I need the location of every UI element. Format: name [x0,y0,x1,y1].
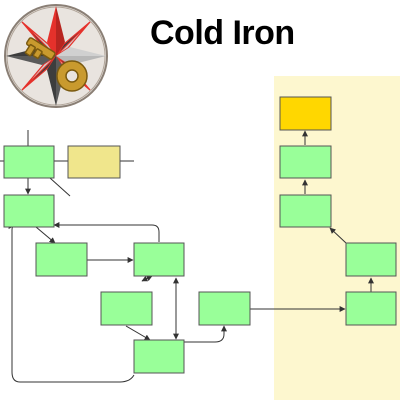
edge-n11-n12 [329,227,347,244]
node-n4 [35,242,88,277]
node-n12 [279,194,332,228]
node-n8 [198,291,251,326]
edge-n3-n4 [35,226,56,244]
node-n10 [345,291,397,326]
node-n2 [67,145,121,179]
diagram-nodes [3,96,397,374]
edge-n5-n6 [141,275,153,282]
node-n13 [279,145,332,179]
node-n14 [279,96,332,131]
edge-n5-n3 [53,222,160,242]
node-n5 [133,242,185,277]
diagram-edges [0,130,374,383]
edge-n6-n7 [125,325,151,341]
edge-n7-n8 [184,325,227,343]
node-n6 [100,291,153,326]
edge-stub-diagonal [49,177,71,197]
node-n1 [3,145,55,179]
compass-rose-key-icon [4,4,108,108]
node-n7 [133,339,185,374]
node-n3 [3,194,55,228]
page-title: Cold Iron [150,14,295,52]
node-n11 [345,242,397,277]
